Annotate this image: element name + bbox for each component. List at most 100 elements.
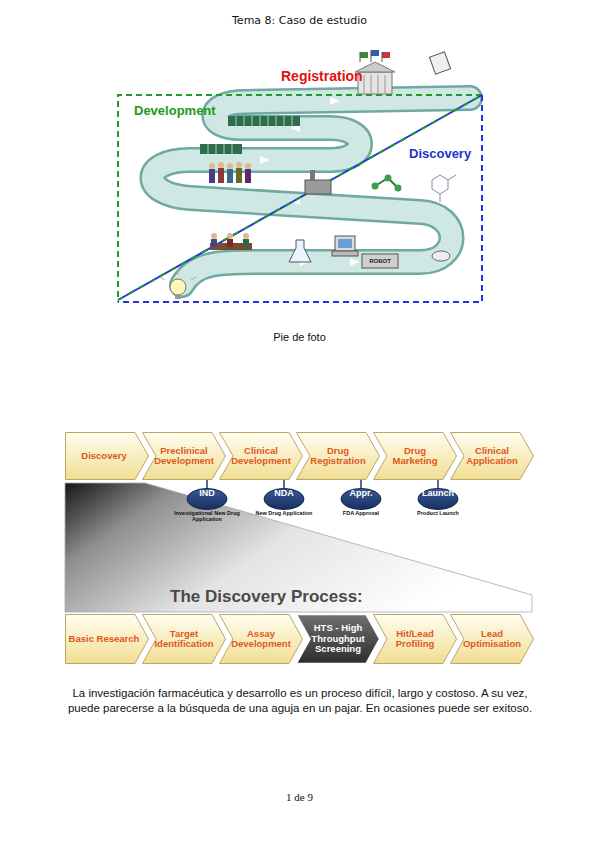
stage-name: Target Identification <box>151 614 217 664</box>
chevron-outline <box>220 615 303 664</box>
stage-name: Discovery <box>68 432 140 480</box>
stage-name: Preclinical Development <box>151 432 217 480</box>
process-chevron: Lead Optimisation <box>450 614 534 664</box>
process-chevron: Preclinical Development <box>142 432 226 480</box>
section-heading: The Discovery Process: <box>170 587 470 607</box>
page-header: Tema 8: Caso de estudio <box>0 14 599 27</box>
person-head <box>245 163 251 169</box>
person-body <box>227 239 233 247</box>
flag-pole <box>360 50 382 62</box>
stage-name: Basic Research <box>68 614 140 664</box>
chevron-outline <box>297 433 380 480</box>
road-arrow <box>350 258 360 266</box>
lightbulb-ray <box>191 277 196 280</box>
computer-keyboard <box>332 251 358 256</box>
person-body <box>211 239 217 247</box>
lightbulb-base <box>175 294 181 299</box>
chevron-outline <box>451 433 534 480</box>
process-chevron: Drug Registration <box>296 432 380 480</box>
milestone-connector <box>437 480 439 488</box>
funnel-outline <box>65 483 532 612</box>
road-surface <box>153 98 471 285</box>
agency-building <box>358 72 392 94</box>
milestone-description: Product Launch <box>399 511 477 517</box>
stage-label: Development <box>134 103 216 118</box>
diagonal-divider <box>118 95 482 300</box>
milestone-oval: INDInvestigational New Drug Application <box>172 488 242 524</box>
milestone-oval: NDANew Drug Application <box>249 488 319 524</box>
greenhouse-row <box>228 116 300 126</box>
greenhouse-stripes <box>208 144 232 154</box>
process-chevron: Drug Marketing <box>373 432 457 480</box>
person-body <box>236 168 242 183</box>
chevron-outline <box>451 615 534 664</box>
molecule-atom <box>385 175 392 182</box>
milestone-connector <box>206 480 208 488</box>
chevron-outline <box>220 433 303 480</box>
process-chevron: Target Identification <box>142 614 226 664</box>
stage-label: Registration <box>281 68 363 84</box>
factory-chimney <box>310 170 315 180</box>
stage-name: Hit/Lead Profiling <box>382 614 448 664</box>
process-chevron: Clinical Development <box>219 432 303 480</box>
lightbulb-ray <box>160 277 165 280</box>
stage-name: Assay Development <box>228 614 294 664</box>
process-chevron: Discovery <box>65 432 149 480</box>
milestone-oval: LaunchProduct Launch <box>403 488 473 524</box>
milestone-code: Appr. <box>326 488 396 510</box>
person-head <box>236 162 242 168</box>
milestone-connector <box>283 480 285 488</box>
lightbulb-ray <box>178 269 179 275</box>
greenhouse-row <box>200 144 242 154</box>
page-number: 1 de 9 <box>0 791 599 803</box>
structure-formula <box>432 175 456 202</box>
robot-machine <box>362 254 398 268</box>
greenhouse-stripes <box>236 116 292 126</box>
road-edge <box>153 98 471 285</box>
chevron-outline <box>143 615 226 664</box>
person-body <box>243 239 249 247</box>
person-head <box>218 162 224 168</box>
factory <box>305 180 331 194</box>
milestone-code: NDA <box>249 488 319 510</box>
stage-name: Clinical Application <box>459 432 525 480</box>
device-label: ROBOT <box>362 257 398 265</box>
milestone-connector <box>360 480 362 488</box>
flag <box>360 52 368 58</box>
person-head <box>243 233 249 239</box>
milestone-description: New Drug Application <box>245 511 323 517</box>
computer <box>335 236 355 251</box>
stage-name: Drug Marketing <box>382 432 448 480</box>
chevron-outline <box>143 433 226 480</box>
molecule-atom <box>395 185 402 192</box>
process-chevron: Assay Development <box>219 614 303 664</box>
body-paragraph: La investigación farmacéutica y desarrol… <box>58 686 542 716</box>
person-body <box>218 168 224 183</box>
flag <box>371 50 379 56</box>
chevron-outline <box>374 433 457 480</box>
agency-columns <box>364 75 385 93</box>
milestone-oval: Appr.FDA Approval <box>326 488 396 524</box>
stage-name: HTS - High Throughput Screening <box>305 614 371 664</box>
milestone-code: IND <box>172 488 242 510</box>
stage-label: Discovery <box>409 146 471 161</box>
chevron-outline <box>297 615 380 664</box>
flask <box>289 240 311 262</box>
chevron-outline <box>66 615 149 664</box>
stage-name: Lead Optimisation <box>459 614 525 664</box>
person-head <box>209 163 215 169</box>
process-chevron: Hit/Lead Profiling <box>373 614 457 664</box>
chevron-outline <box>374 615 457 664</box>
highlight-chevron: HTS - High Throughput Screening <box>296 614 380 664</box>
road-arrow <box>260 156 270 164</box>
road-illustration <box>0 0 599 340</box>
chevron-outline <box>66 433 149 480</box>
person-head <box>211 233 217 239</box>
person-head <box>227 163 233 169</box>
lab-mouse <box>432 251 450 261</box>
milestone-description: Investigational New Drug Application <box>168 511 246 523</box>
person-body <box>227 169 233 183</box>
road-arrow <box>330 97 340 105</box>
